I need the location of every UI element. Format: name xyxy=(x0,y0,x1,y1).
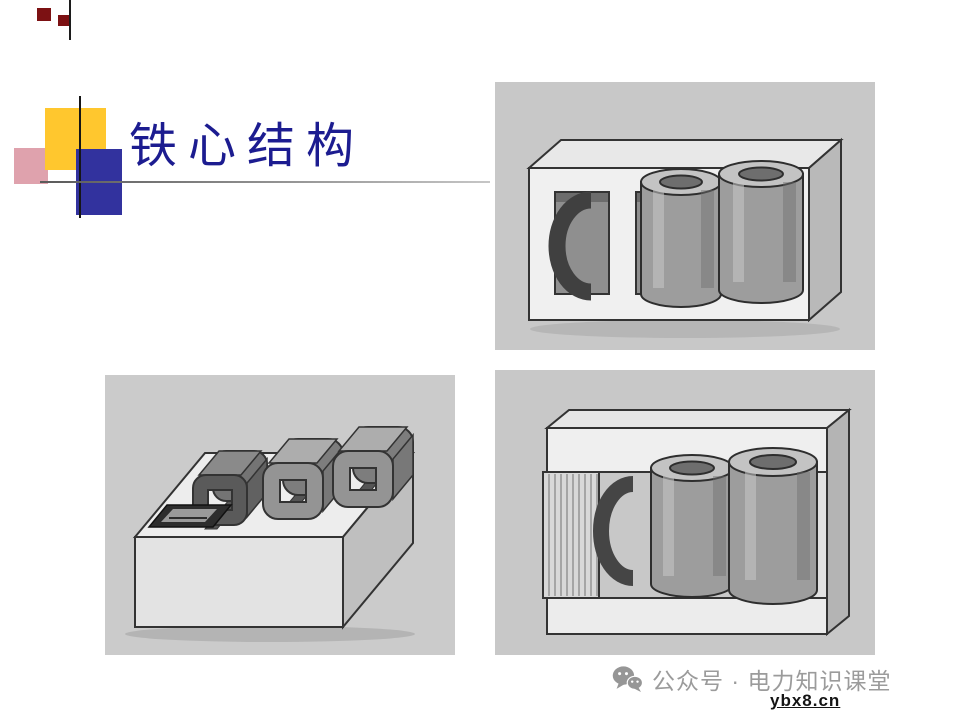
corner-vertical-line xyxy=(69,0,71,40)
nameplate xyxy=(147,504,233,528)
figure-laminated-core-with-coils xyxy=(495,370,875,655)
slide-title: 铁心结构 xyxy=(129,120,366,173)
accent-square-pink xyxy=(14,148,48,184)
figure-core-block-with-coils xyxy=(105,375,455,655)
title-underline xyxy=(40,181,490,183)
accent-square-maroon-1 xyxy=(37,8,51,21)
watermark-text: 公众号 · 电力知识课堂 xyxy=(652,668,892,694)
site-watermark-text: ybx8.cn xyxy=(770,691,841,710)
core-frame-drawing xyxy=(495,82,875,350)
title-vertical-line xyxy=(79,96,81,218)
core-block-drawing xyxy=(105,375,455,655)
figure-core-frame-with-coils xyxy=(495,82,875,350)
watermark: 公众号 · 电力知识课堂 xyxy=(612,663,891,695)
wechat-chat-bubbles-icon xyxy=(612,665,644,693)
accent-square-maroon-2 xyxy=(58,15,69,26)
laminated-core-drawing xyxy=(495,370,875,655)
